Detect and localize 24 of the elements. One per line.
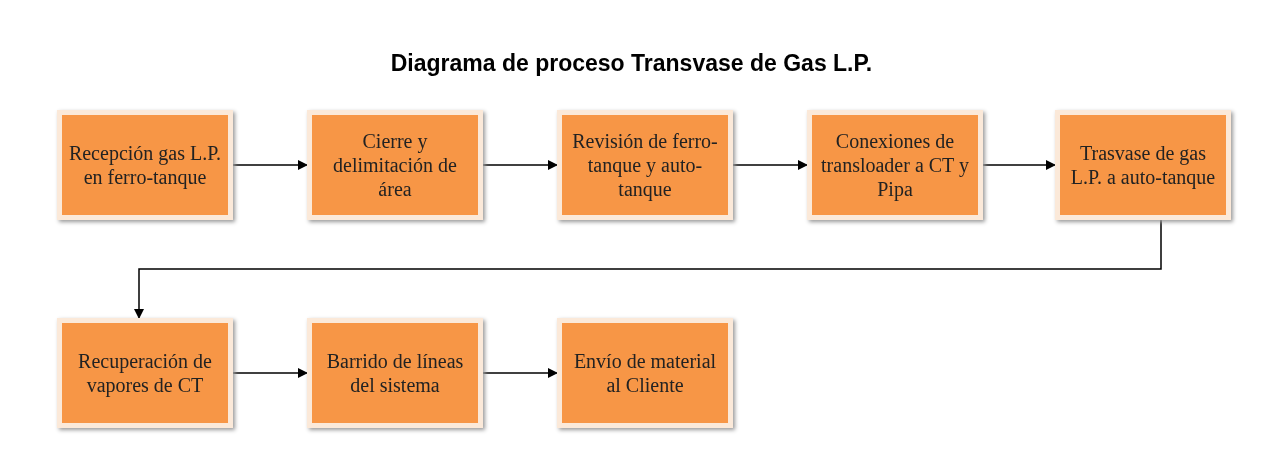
arrow bbox=[982, 160, 1056, 170]
arrow bbox=[134, 219, 1162, 319]
arrow bbox=[732, 160, 808, 170]
diagram-title: Diagrama de proceso Transvase de Gas L.P. bbox=[389, 50, 874, 77]
process-box bbox=[807, 110, 983, 220]
arrow bbox=[232, 160, 308, 170]
step-label: Recepción gas L.P. en ferro-tanque bbox=[67, 141, 223, 189]
process-box bbox=[57, 110, 233, 220]
process-box bbox=[557, 318, 733, 428]
arrow bbox=[482, 160, 558, 170]
step-label: Conexiones de transloader a CT y Pipa bbox=[820, 129, 970, 201]
step-label: Cierre y delimitación de área bbox=[332, 129, 458, 201]
arrow bbox=[232, 368, 308, 378]
process-box bbox=[57, 318, 233, 428]
step-label: Barrido de líneas del sistema bbox=[325, 349, 465, 397]
process-box bbox=[1055, 110, 1231, 220]
step-label: Envío de material al Cliente bbox=[572, 349, 718, 397]
process-box bbox=[307, 318, 483, 428]
arrow bbox=[482, 368, 558, 378]
step-label: Revisión de ferro-tanque y auto-tanque bbox=[571, 129, 719, 201]
step-label: Trasvase de gas L.P. a auto-tanque bbox=[1069, 141, 1217, 189]
process-box bbox=[557, 110, 733, 220]
process-box bbox=[307, 110, 483, 220]
step-label: Recuperación de vapores de CT bbox=[77, 349, 213, 397]
